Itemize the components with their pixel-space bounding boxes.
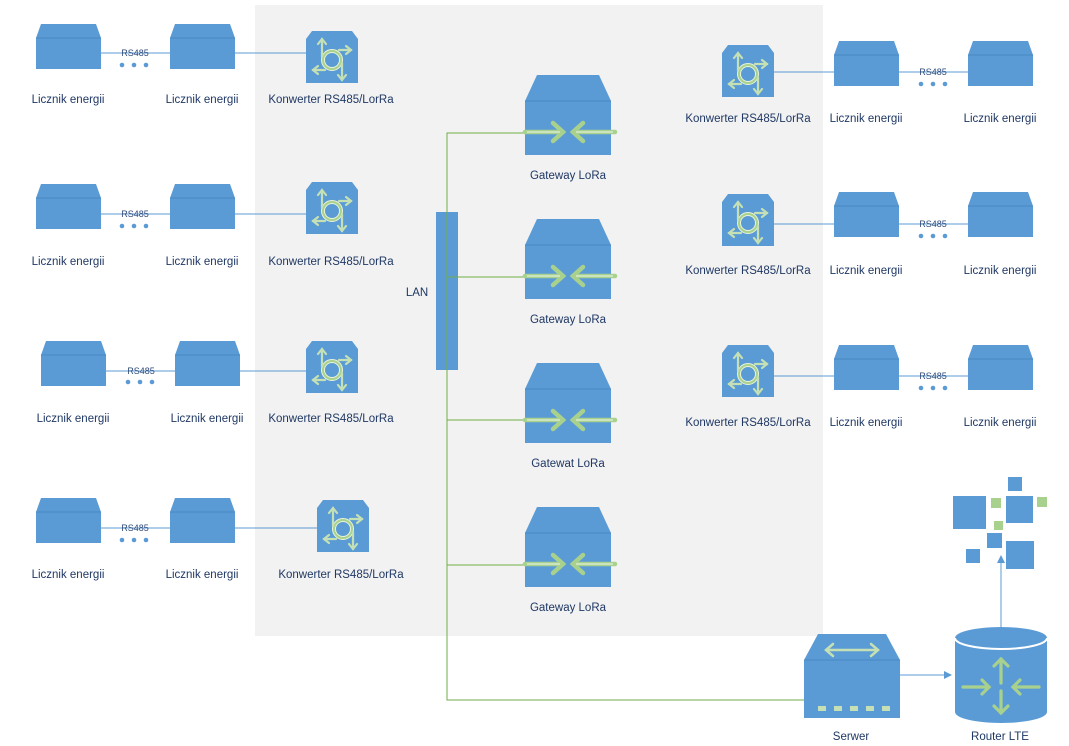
converter-r1 [720, 43, 776, 99]
meter-label: Licznik energii [964, 265, 1037, 277]
lan-links [446, 132, 808, 701]
rs485-label: RS485 [127, 366, 155, 376]
meter-label: Licznik energii [166, 569, 239, 581]
meter-label: Licznik energii [964, 113, 1037, 125]
box-icon [169, 497, 236, 544]
meter-label: Licznik energii [830, 417, 903, 429]
router-icon [954, 627, 1048, 723]
gateway-icon [525, 507, 615, 587]
converter-label: Konwerter RS485/LorRa [268, 413, 394, 425]
router-cloud-arrow [997, 555, 1005, 563]
meter-label: Licznik energii [830, 113, 903, 125]
box-icon [35, 183, 102, 230]
gateway-3 [525, 363, 615, 443]
converter-icon [720, 192, 776, 248]
gateway-4 [525, 507, 615, 587]
meter-r2b [967, 191, 1034, 238]
converter-icon [720, 343, 776, 399]
box-icon [35, 497, 102, 544]
server [804, 634, 900, 718]
converter-icon [720, 43, 776, 99]
rs485-label: RS485 [919, 219, 947, 229]
rs485-links [101, 52, 1002, 676]
box-icon [169, 23, 236, 70]
meter-l2a [35, 183, 102, 230]
ellipsis-dots [119, 62, 948, 543]
meter-l3b [174, 340, 241, 387]
gateway-icon [525, 219, 615, 299]
server-label: Serwer [833, 731, 870, 743]
gateway-2 [525, 219, 615, 299]
converter-label: Konwerter RS485/LorRa [685, 265, 811, 277]
rs485-label: RS485 [919, 371, 947, 381]
gateway-label: Gateway LoRa [530, 602, 607, 614]
converter-label: Konwerter RS485/LorRa [685, 113, 811, 125]
converter-icon [304, 29, 360, 85]
converter-icon [304, 339, 360, 395]
meter-label: Licznik energii [964, 417, 1037, 429]
gateway-label: Gatewat LoRa [531, 458, 605, 470]
box-icon [169, 183, 236, 230]
converter-l4 [315, 498, 371, 554]
meter-l4b [169, 497, 236, 544]
router-label: Router LTE [971, 731, 1029, 743]
server-router-arrow [944, 671, 952, 679]
box-icon [967, 40, 1034, 87]
converter-l3 [304, 339, 360, 395]
box-icon [35, 23, 102, 70]
rs485-label: RS485 [121, 48, 149, 58]
lan-label: LAN [406, 287, 428, 299]
meter-r3b [967, 344, 1034, 391]
rs485-label: RS485 [919, 67, 947, 77]
box-icon [967, 191, 1034, 238]
converter-label: Konwerter RS485/LorRa [685, 417, 811, 429]
meter-label: Licznik energii [32, 94, 105, 106]
meter-r3a [833, 344, 900, 391]
meter-label: Licznik energii [32, 569, 105, 581]
meter-r2a [833, 191, 900, 238]
converter-r3 [720, 343, 776, 399]
meter-label: Licznik energii [166, 256, 239, 268]
meter-r1a [833, 40, 900, 87]
meter-label: Licznik energii [37, 413, 110, 425]
gateway-icon [525, 363, 615, 443]
meter-label: Licznik energii [171, 413, 244, 425]
gateway-icon [525, 75, 615, 155]
box-icon [833, 40, 900, 87]
meter-l4a [35, 497, 102, 544]
converter-l2 [304, 180, 360, 236]
meter-l2b [169, 183, 236, 230]
rs485-label: RS485 [121, 523, 149, 533]
meter-label: Licznik energii [32, 256, 105, 268]
converter-r2 [720, 192, 776, 248]
router-lte [954, 627, 1048, 723]
gateway-1 [525, 75, 615, 155]
meter-label: Licznik energii [166, 94, 239, 106]
cloud-squares-icon [953, 477, 1047, 569]
box-icon [967, 344, 1034, 391]
box-icon [833, 191, 900, 238]
meter-label: Licznik energii [830, 265, 903, 277]
gateway-label: Gateway LoRa [530, 170, 607, 182]
server-icon [804, 634, 900, 718]
converter-label: Konwerter RS485/LorRa [278, 569, 404, 581]
gateway-label: Gateway LoRa [530, 314, 607, 326]
converter-l1 [304, 29, 360, 85]
meter-r1b [967, 40, 1034, 87]
converter-icon [304, 180, 360, 236]
meter-l3a [40, 340, 107, 387]
converter-icon [315, 498, 371, 554]
meter-l1a [35, 23, 102, 70]
converter-label: Konwerter RS485/LorRa [268, 94, 394, 106]
rs485-label: RS485 [121, 209, 149, 219]
converter-label: Konwerter RS485/LorRa [268, 256, 394, 268]
meter-l1b [169, 23, 236, 70]
box-icon [174, 340, 241, 387]
box-icon [833, 344, 900, 391]
box-icon [40, 340, 107, 387]
